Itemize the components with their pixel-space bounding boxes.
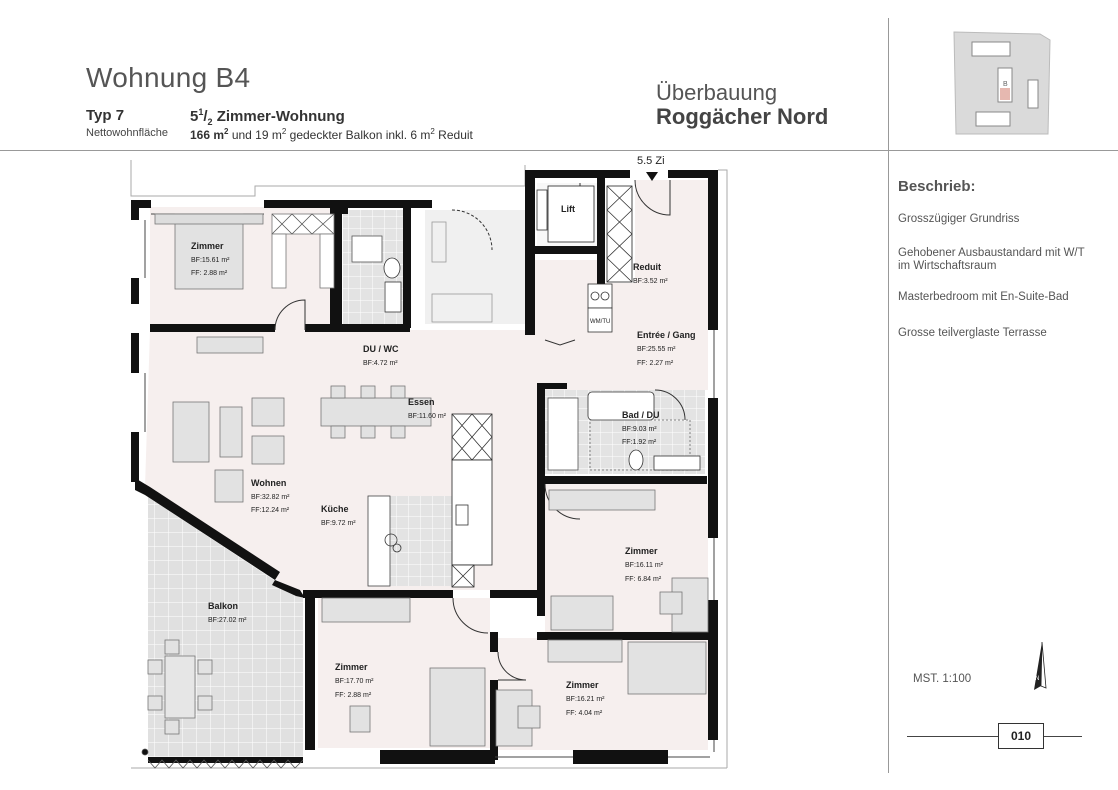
dining-table [320, 397, 432, 427]
svg-text:BF:15.61 m²: BF:15.61 m² [191, 257, 230, 264]
sofa [172, 401, 210, 463]
svg-text:BF:16.21 m²: BF:16.21 m² [566, 696, 605, 703]
svg-text:Wohnen: Wohnen [251, 478, 286, 488]
svg-text:Lift: Lift [561, 204, 575, 214]
feature-1: Grosszügiger Grundriss [898, 213, 1020, 225]
svg-text:FF: 2.88 m²: FF: 2.88 m² [191, 270, 228, 277]
svg-text:Zimmer: Zimmer [625, 546, 658, 556]
svg-text:BF:11.60 m²: BF:11.60 m² [408, 413, 447, 420]
room-zimmer-1: Zimmer BF:15.61 m² FF: 2.88 m² [191, 241, 230, 277]
floor-plan: 5.5 Zi WM/TU Zimmer BF:15.61 m² FF: 2.88… [130, 155, 728, 769]
balcony-railing [141, 748, 304, 769]
walls [131, 170, 718, 764]
sideboard [196, 336, 264, 354]
svg-text:BF:25.55 m²: BF:25.55 m² [637, 346, 676, 353]
svg-text:BF:9.72 m²: BF:9.72 m² [321, 520, 356, 527]
svg-text:DU / WC: DU / WC [363, 344, 399, 354]
sidebar-divider [888, 18, 889, 773]
room-zimmer-4: Zimmer BF:16.21 m² FF: 4.04 m² [566, 680, 605, 717]
svg-text:Bad / DU: Bad / DU [622, 410, 660, 420]
svg-text:BF:32.82 m²: BF:32.82 m² [251, 494, 290, 501]
room-zimmer-2: Zimmer BF:16.11 m² FF: 6.84 m² [625, 546, 664, 583]
svg-text:BF:16.11 m²: BF:16.11 m² [625, 562, 664, 569]
svg-text:FF: 6.84 m²: FF: 6.84 m² [625, 576, 662, 583]
svg-text:Küche: Küche [321, 504, 349, 514]
room-zimmer-3: Zimmer BF:17.70 m² FF: 2.88 m² [335, 662, 374, 699]
svg-text:BF:3.52 m²: BF:3.52 m² [633, 278, 668, 285]
svg-text:FF: 4.04 m²: FF: 4.04 m² [566, 710, 603, 717]
svg-text:N: N [1035, 676, 1039, 682]
svg-text:FF: 2.88 m²: FF: 2.88 m² [335, 692, 372, 699]
room-essen: Essen BF:11.60 m² [408, 397, 447, 420]
svg-text:Balkon: Balkon [208, 601, 238, 611]
page-number-line [907, 736, 1082, 737]
wm-label: WM/TU [590, 319, 610, 325]
north-arrow-icon: N [1034, 641, 1047, 690]
header-divider [0, 150, 1118, 151]
area-description: 166 m2 und 19 m2 gedeckter Balkon inkl. … [190, 127, 473, 142]
svg-text:Essen: Essen [408, 397, 435, 407]
entrance-marker-icon [646, 172, 658, 181]
svg-text:Zimmer: Zimmer [191, 241, 224, 251]
svg-text:Zimmer: Zimmer [566, 680, 599, 690]
svg-text:FF: 2.27 m²: FF: 2.27 m² [637, 360, 674, 367]
type-label: Typ 7 [86, 107, 125, 124]
feature-4: Grosse teilverglaste Terrasse [898, 327, 1047, 339]
furniture [147, 185, 709, 747]
svg-text:BF:27.02 m²: BF:27.02 m² [208, 617, 247, 624]
feature-3: Masterbedroom mit En-Suite-Bad [898, 291, 1069, 303]
svg-text:BF:9.03 m²: BF:9.03 m² [622, 426, 657, 433]
room-kueche: Küche BF:9.72 m² [321, 504, 356, 527]
feature-2: Gehobener Ausbaustandard mit W/T im Wirt… [898, 247, 1085, 272]
key-plan-marker: B [1003, 81, 1008, 88]
svg-text:BF:17.70 m²: BF:17.70 m² [335, 678, 374, 685]
room-balkon: Balkon BF:27.02 m² [208, 601, 247, 624]
room-du-wc: DU / WC BF:4.72 m² [363, 344, 399, 367]
entrance-label: 5.5 Zi [637, 155, 665, 167]
scale-label: MST. 1:100 [913, 673, 972, 685]
room-lift: Lift [561, 204, 575, 214]
room-wohnen: Wohnen BF:32.82 m² FF:12.24 m² [251, 478, 290, 514]
svg-text:Zimmer: Zimmer [335, 662, 368, 672]
room-entree-gang: Entrée / Gang BF:25.55 m² FF: 2.27 m² [637, 330, 696, 367]
page-number: 010 [998, 723, 1044, 749]
room-bad-du: Bad / DU BF:9.03 m² FF:1.92 m² [622, 410, 660, 446]
svg-text:BF:4.72 m²: BF:4.72 m² [363, 360, 398, 367]
rooms-count: 51/2 Zimmer-Wohnung [190, 107, 345, 127]
svg-text:FF:1.92 m²: FF:1.92 m² [622, 439, 657, 446]
svg-text:FF:12.24 m²: FF:12.24 m² [251, 507, 290, 514]
project-name-line1: Überbauung [656, 80, 778, 105]
svg-text:Entrée / Gang: Entrée / Gang [637, 330, 696, 340]
balcony-table [164, 655, 196, 719]
room-reduit: Reduit BF:3.52 m² [633, 262, 668, 285]
svg-text:Reduit: Reduit [633, 262, 661, 272]
net-area-label: Nettowohnfläche [86, 127, 168, 139]
project-name-line2: Roggächer Nord [656, 104, 829, 129]
apartment-title: Wohnung B4 [86, 62, 251, 93]
description-heading: Beschrieb: [898, 178, 976, 195]
bed-top-left [174, 213, 244, 290]
key-plan: B [953, 31, 1051, 135]
